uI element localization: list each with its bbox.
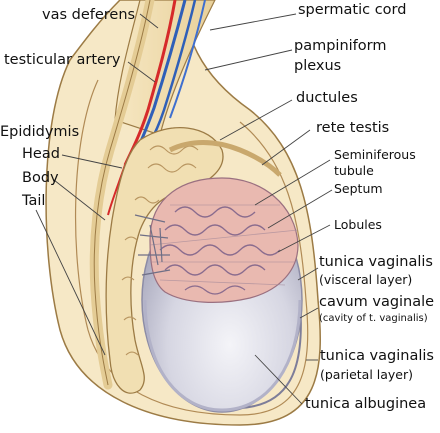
label-pampiniform-line2: plexus	[294, 58, 342, 74]
epididymis-coils	[121, 145, 199, 356]
label-tunica-vaginalis-parietal: tunica vaginalis	[320, 348, 434, 364]
vas-deferens-tube-outline	[93, 0, 151, 386]
label-parietal-layer: (parietal layer)	[320, 367, 414, 382]
label-vas-deferens: vas deferens	[42, 7, 136, 23]
label-epididymis-head: Head	[22, 146, 60, 162]
label-spermatic-cord: spermatic cord	[298, 2, 407, 18]
label-lobules: Lobules	[334, 217, 382, 232]
label-epididymis-body: Body	[22, 170, 59, 186]
label-cavum-note: (cavity of t. vaginalis)	[319, 313, 428, 324]
label-cavum-vaginale: cavum vaginale	[319, 294, 435, 310]
rete-testis-network	[134, 214, 171, 276]
label-ductules: ductules	[296, 90, 358, 106]
label-epididymis-tail: Tail	[22, 193, 46, 209]
epididymis-structure	[105, 127, 224, 394]
label-tunica-albuginea: tunica albuginea	[305, 396, 427, 412]
label-epididymis: Epididymis	[0, 124, 80, 140]
pampiniform-vein-3	[169, 0, 206, 119]
label-septum: Septum	[334, 181, 383, 196]
label-visceral-layer: (visceral layer)	[319, 272, 413, 287]
label-testicular-artery: testicular artery	[4, 52, 121, 68]
label-seminiferous-line1: Seminiferous	[334, 147, 416, 162]
label-tunica-vaginalis-visceral: tunica vaginalis	[319, 254, 433, 270]
tunica-vaginalis-parietal-layer	[74, 79, 309, 416]
seminiferous-tubule-bundle	[159, 206, 281, 295]
tunica-albuginea-layer	[143, 299, 302, 412]
efferent-ductules	[168, 140, 282, 177]
label-seminiferous-line2: tubule	[334, 163, 374, 178]
label-pampiniform-line1: pampiniform	[294, 38, 387, 54]
septa-lines	[149, 204, 299, 286]
leader-lines	[35, 13, 333, 405]
label-rete-testis: rete testis	[316, 120, 390, 136]
